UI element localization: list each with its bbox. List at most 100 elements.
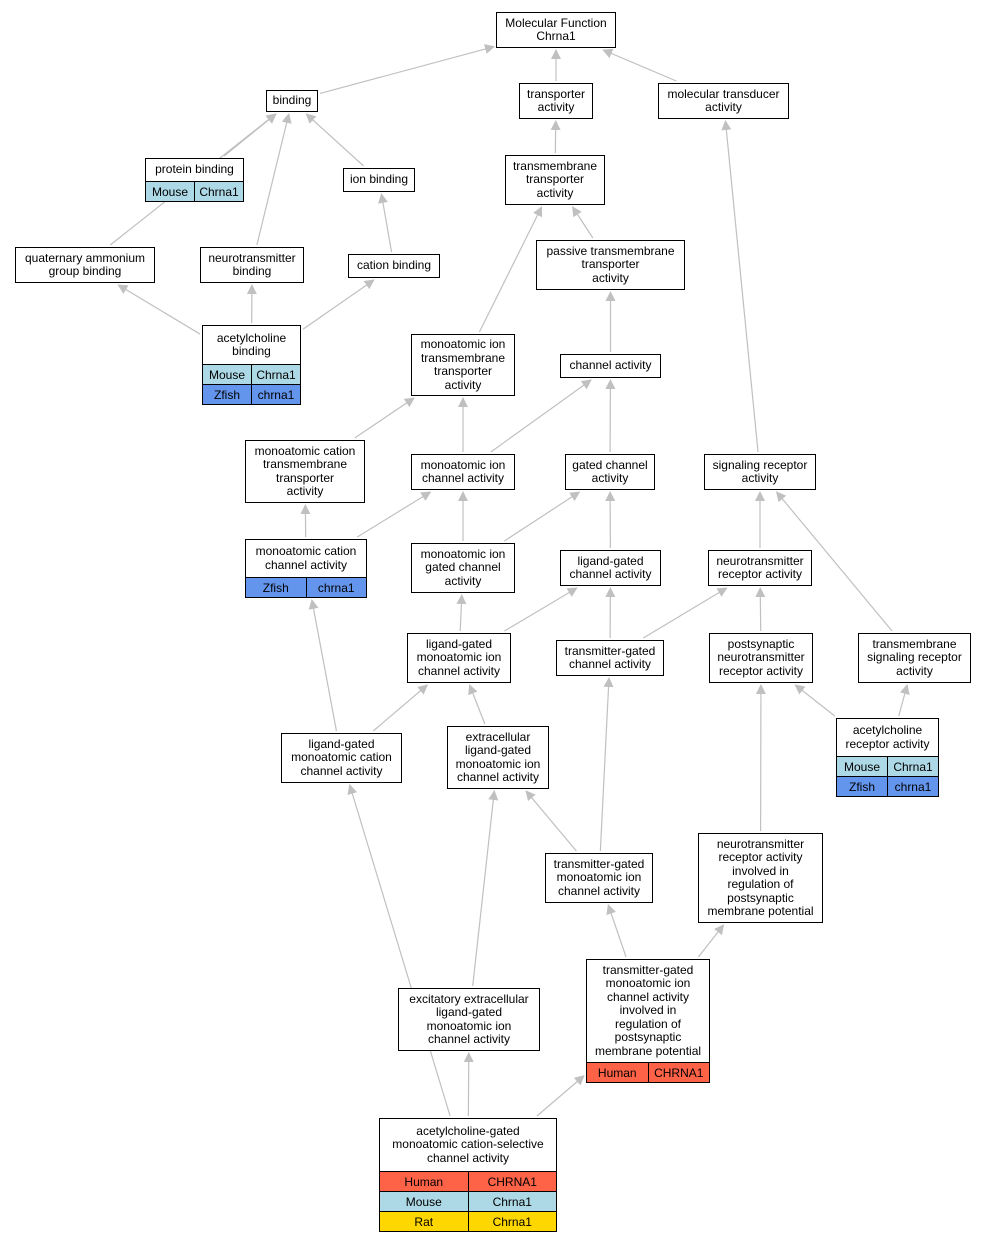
- species-cell: Mouse: [203, 365, 251, 384]
- go-term-ionbind[interactable]: ion binding: [343, 168, 415, 192]
- gene-cell[interactable]: CHRNA1: [467, 1172, 556, 1191]
- edge-achbind-to-cationbind: [302, 279, 375, 330]
- go-term-label: neurotransmitter receptor activity: [716, 553, 804, 581]
- edge-tmsigrec-to-sigrec: [775, 491, 893, 632]
- go-term-label: ligand-gated monoatomic cation channel a…: [291, 736, 392, 778]
- edge-monocatch-to-monoionch: [356, 491, 432, 538]
- go-term-label: neurotransmitter receptor activity invol…: [707, 836, 814, 918]
- go-term-label: ion binding: [349, 172, 409, 187]
- go-term-label: Molecular Function Chrna1: [505, 15, 607, 43]
- go-term-quat[interactable]: quaternary ammonium group binding: [15, 247, 155, 283]
- go-term-label: passive transmembrane transporter activi…: [546, 243, 675, 285]
- gene-cell[interactable]: Chrna1: [194, 182, 243, 201]
- go-term-label: monoatomic cation channel activity: [255, 544, 357, 572]
- gene-cell[interactable]: Chrna1: [887, 757, 938, 776]
- gene-cell[interactable]: chrna1: [305, 578, 366, 597]
- edge-lgmono-to-monoiongated: [456, 594, 467, 632]
- go-term-label: transporter activity: [526, 86, 586, 114]
- go-term-label: gated channel activity: [572, 457, 648, 485]
- edge-tgmonoinv-to-ntrecinv: [697, 924, 725, 958]
- species-cell: Mouse: [380, 1192, 468, 1211]
- go-term-label: channel activity: [569, 358, 652, 373]
- go-term-ntbind[interactable]: neurotransmitter binding: [200, 247, 304, 283]
- go-term-tgch[interactable]: transmitter-gated channel activity: [556, 640, 664, 676]
- go-term-label: ligand-gated monoatomic ion channel acti…: [416, 636, 502, 678]
- gene-cell[interactable]: chrna1: [251, 385, 300, 404]
- edge-lgmono-to-lgch: [504, 587, 578, 632]
- go-term-moltrans[interactable]: molecular transducer activity: [658, 83, 789, 119]
- go-term-cationbind[interactable]: cation binding: [348, 254, 440, 278]
- go-term-monoiongated[interactable]: monoatomic ion gated channel activity: [411, 543, 515, 593]
- go-term-tmtrans[interactable]: transmembrane transporter activity: [505, 155, 605, 205]
- go-term-sigrec[interactable]: signaling receptor activity: [704, 454, 816, 490]
- species-cell: Zfish: [203, 385, 251, 404]
- go-term-monoionch[interactable]: monoatomic ion channel activity: [411, 454, 515, 490]
- edge-tgch-to-ntrec: [643, 587, 728, 639]
- go-term-label: ligand-gated channel activity: [569, 553, 652, 581]
- go-term-lgmono[interactable]: ligand-gated monoatomic ion channel acti…: [407, 633, 511, 683]
- go-term-lgch[interactable]: ligand-gated channel activity: [560, 550, 661, 586]
- species-cell: Human: [380, 1172, 468, 1191]
- species-cell: Zfish: [246, 578, 306, 597]
- go-term-passive[interactable]: passive transmembrane transporter activi…: [536, 240, 685, 290]
- go-term-label: transmitter-gated channel activity: [564, 643, 656, 671]
- edge-achrec-to-postsyn: [794, 684, 836, 717]
- go-term-postsyn[interactable]: postsynaptic neurotransmitter receptor a…: [709, 633, 813, 683]
- edge-monoionch-to-channel: [490, 379, 592, 453]
- edge-tgmono-to-tgch: [599, 677, 614, 852]
- go-term-tgmono[interactable]: transmitter-gated monoatomic ion channel…: [545, 853, 653, 903]
- go-term-gatedch[interactable]: gated channel activity: [565, 454, 655, 490]
- go-term-transporter[interactable]: transporter activity: [519, 83, 593, 119]
- gene-cell[interactable]: Chrna1: [251, 365, 300, 384]
- go-term-label: cation binding: [356, 258, 432, 273]
- go-term-label: acetylcholine binding: [216, 330, 287, 358]
- go-term-label: protein binding: [155, 162, 234, 177]
- edge-binding-to-mf: [319, 44, 495, 95]
- go-term-label: monoatomic cation transmembrane transpor…: [254, 443, 356, 498]
- go-term-label: acetylcholine-gated monoatomic cation-se…: [392, 1123, 544, 1165]
- go-term-ntrecinv[interactable]: neurotransmitter receptor activity invol…: [698, 833, 823, 923]
- go-term-channel[interactable]: channel activity: [560, 354, 661, 378]
- go-term-lgmonocat[interactable]: ligand-gated monoatomic cation channel a…: [281, 733, 402, 783]
- go-term-monocattm[interactable]: monoatomic cation transmembrane transpor…: [245, 440, 365, 503]
- go-term-mf[interactable]: Molecular Function Chrna1: [496, 12, 616, 48]
- go-term-label: postsynaptic neurotransmitter receptor a…: [717, 636, 805, 678]
- gene-cell[interactable]: CHRNA1: [647, 1063, 709, 1082]
- species-cell: Mouse: [146, 182, 194, 201]
- edge-lgmonocat-to-monocatch: [308, 599, 338, 732]
- species-cell: Human: [587, 1063, 648, 1082]
- edge-achgated-to-tgmonoinv: [536, 1075, 585, 1117]
- go-term-monoiontm[interactable]: monoatomic ion transmembrane transporter…: [411, 334, 515, 396]
- go-term-binding[interactable]: binding: [266, 90, 318, 112]
- go-term-tmsigrec[interactable]: transmembrane signaling receptor activit…: [858, 633, 971, 683]
- go-term-label: signaling receptor activity: [712, 457, 808, 485]
- go-term-excit[interactable]: excitatory extracellular ligand-gated mo…: [398, 988, 540, 1051]
- edge-achgated-to-lgmonocat: [347, 784, 451, 1117]
- edge-achbind-to-quat: [117, 284, 201, 335]
- species-cell: Mouse: [837, 757, 887, 776]
- species-cell: Rat: [380, 1212, 468, 1231]
- go-term-achgated[interactable]: acetylcholine-gated monoatomic cation-se…: [379, 1118, 557, 1232]
- gene-cell[interactable]: Chrna1: [467, 1212, 556, 1231]
- go-term-extra[interactable]: extracellular ligand-gated monoatomic io…: [447, 726, 549, 789]
- go-term-label: transmembrane transporter activity: [512, 158, 598, 200]
- gene-cell[interactable]: Chrna1: [467, 1192, 556, 1211]
- go-term-label: monoatomic ion gated channel activity: [420, 546, 506, 588]
- go-term-tgmonoinv[interactable]: transmitter-gated monoatomic ion channel…: [586, 959, 710, 1083]
- go-term-label: excitatory extracellular ligand-gated mo…: [409, 991, 529, 1046]
- gene-cell[interactable]: chrna1: [887, 777, 938, 796]
- go-term-ntrec[interactable]: neurotransmitter receptor activity: [708, 550, 812, 586]
- edge-monoiongated-to-gatedch: [504, 491, 581, 542]
